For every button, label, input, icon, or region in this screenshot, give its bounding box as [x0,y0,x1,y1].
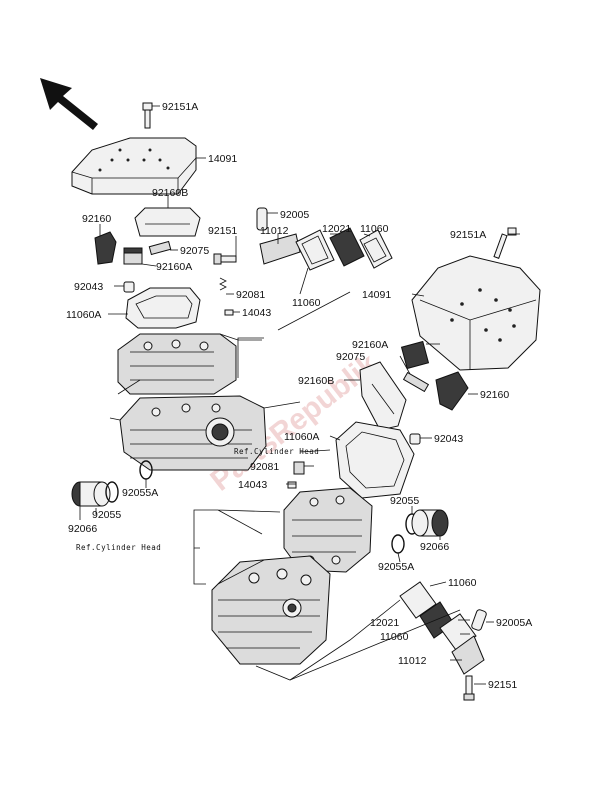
bracket-92160-left [94,231,117,265]
rocker-11012-mid [259,233,301,265]
label-12021-low: 12021 [370,617,399,629]
label-11060-mid: 11060 [292,297,321,309]
plate-92160b-right [359,361,407,431]
gasket-11060-top [359,229,393,269]
label-11012-low: 11012 [398,655,427,667]
label-92055a-left: 92055A [122,487,158,499]
label-92151a-top: 92151A [162,101,198,113]
o-ring-92055a-right [391,534,405,554]
bolt-92151a-top [142,102,153,129]
bolt-92151-low [463,675,475,701]
label-14091-top: 14091 [208,153,237,165]
intake-joint-92066-right [411,509,449,537]
gasket-11060a-left [125,287,201,329]
rocker-11012-low [451,635,485,675]
label-14091-right: 14091 [362,289,391,301]
label-92005: 92005 [280,209,309,221]
label-11060-low: 11060 [448,577,477,589]
spring-92081-left [219,277,227,291]
label-92151a-right: 92151A [450,229,486,241]
pin-14043-left [224,309,234,316]
bracket-92160a-left [123,247,143,265]
label-11060-low2: 11060 [380,631,409,643]
cylinder-head-lower [211,555,331,665]
label-92160a-right: 92160A [352,339,388,351]
dowel-92043-left [123,281,135,293]
label-92055a-right: 92055A [378,561,414,573]
bracket-92160a-right [400,340,430,370]
gasket-11060a-right [335,421,415,499]
label-11060a-left: 11060A [66,309,101,321]
plate-92160b-left [134,207,201,237]
label-92055-left: 92055 [92,509,121,521]
label-92160-right: 92160 [480,389,509,401]
label-92075-left: 92075 [180,245,209,257]
label-11012-mid: 11012 [260,225,289,237]
label-92043-right: 92043 [434,433,463,445]
label-92043-left: 92043 [74,281,103,293]
cylinder-head-cover-right [411,255,541,371]
label-92055-right: 92055 [390,495,419,507]
valve-lifter-92005 [256,207,268,231]
cylinder-head-upper-left [117,333,262,395]
bracket-92160-right [435,371,469,411]
label-92160b-top: 92160B [152,187,188,199]
label-92005a: 92005A [496,617,532,629]
valve-lifter-92005a [471,609,487,631]
cylinder-head-left [109,395,301,471]
label-92081-mid: 92081 [250,461,279,473]
label-14043-left: 14043 [242,307,271,319]
label-92160b-right: 92160B [298,375,334,387]
label-92075-right: 92075 [336,351,365,363]
label-11060-top: 11060 [360,223,389,235]
direction-arrow-icon [40,78,98,130]
pin-14043-mid [287,481,297,489]
gasket-11060-mid [295,229,335,271]
label-92081-left: 92081 [236,289,265,301]
dowel-92043-right [409,433,421,445]
leader-lines [79,105,520,685]
label-92066-left: 92066 [68,523,97,535]
label-92151-mid: 92151 [208,225,237,237]
clip-92075-left [148,240,172,256]
cylinder-head-cover-left [71,137,197,195]
label-92160a-left: 92160A [156,261,192,273]
part-labels: 92151A 14091 92160B 92160 92005 92151 11… [66,101,532,691]
gasket-11060-low [399,581,437,619]
ref-cylinder-head-top: Ref.Cylinder Head [234,447,319,456]
bolt-92151-mid [213,253,237,265]
ref-cylinder-head-left: Ref.Cylinder Head [76,543,161,552]
label-14043-mid: 14043 [238,479,267,491]
label-92151-low: 92151 [488,679,517,691]
label-92066-right: 92066 [420,541,449,553]
o-ring-92055-left [105,481,119,503]
bolt-92151a-right [493,227,517,259]
clip-92075-right [402,371,430,393]
intake-joint-92066-left [71,481,111,507]
spring-92081-mid [293,461,305,475]
label-11060a-right: 11060A [284,431,319,443]
label-12021-mid: 12021 [322,223,351,235]
plate-12021-mid [329,227,365,267]
label-92160-left: 92160 [82,213,111,225]
